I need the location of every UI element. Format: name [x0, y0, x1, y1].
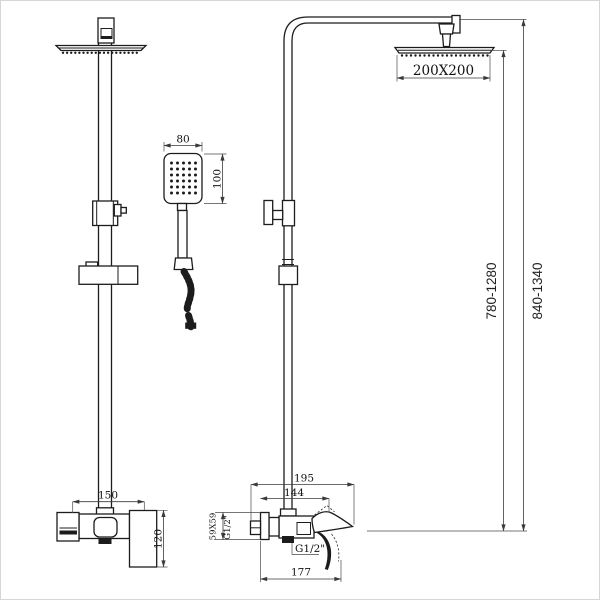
dim-label-200x200: 200X200: [413, 63, 474, 79]
lever-handle-side: [316, 532, 332, 570]
dim-handshower-width: 80: [163, 134, 203, 152]
pipe-joint-side: [282, 259, 294, 265]
dim-height-to-head: 780-1280: [484, 50, 507, 532]
slide-bracket-side: [278, 265, 299, 286]
handle-swing-arc: [331, 533, 340, 562]
dim-front-handle-height: 120: [153, 509, 168, 568]
dim-label-144: 144: [284, 487, 304, 499]
spout-alt-position: [314, 504, 335, 516]
slide-bracket-front: [78, 261, 139, 285]
dim-label-100: 100: [212, 169, 224, 189]
side-view: 200X200 780-1280 840-1340 195 144: [209, 14, 545, 582]
wall-inlet-stub: [249, 520, 262, 536]
union-nut-side: [279, 508, 297, 517]
wall-flange: [259, 511, 270, 541]
callout-outlet-thread: G1/2": [291, 543, 325, 555]
dim-label-120: 120: [153, 529, 165, 549]
dim-wall-plate: 59X59 G1/2": [209, 512, 261, 541]
spout-cap-front: [56, 511, 80, 542]
dim-label-outlet-thread: G1/2": [295, 543, 325, 555]
hose-connector: [173, 257, 194, 271]
dim-side-depth-overall: 195: [250, 473, 355, 525]
handshower-holder-side: [263, 199, 296, 227]
handshower-head: [163, 152, 203, 205]
dim-head-size: 200X200: [396, 55, 491, 82]
diverter-side: [296, 522, 311, 535]
riser-pipe-side: [283, 16, 453, 514]
dim-label-inlet-thread: G1/2": [223, 515, 233, 539]
overhead-shower-front: [54, 44, 148, 54]
handshower-detail: 80 100: [163, 134, 227, 331]
dim-label-780-1280: 780-1280: [484, 262, 499, 319]
handshower-neck: [176, 202, 188, 212]
dim-label-150: 150: [98, 490, 118, 502]
handshower-nozzles: [170, 161, 198, 195]
spout-slot: [59, 530, 77, 535]
dim-handshower-height: 100: [204, 153, 227, 204]
mixer-front: [56, 509, 158, 568]
ceiling-connector: [97, 17, 115, 44]
front-view: 150 120: [54, 17, 168, 568]
handshower-handle: [177, 209, 188, 259]
head-swivel-joint: [438, 23, 455, 48]
dim-label-80: 80: [176, 134, 189, 146]
dim-label-840-1340: 840-1340: [530, 262, 545, 319]
hose-end-nut: [185, 322, 197, 329]
shower-hose: [180, 268, 197, 331]
waterfall-spout: [311, 511, 355, 534]
dim-side-body-width: 177: [260, 541, 342, 582]
dim-label-177: 177: [291, 567, 311, 579]
dim-label-59x59: 59X59: [209, 513, 219, 541]
overhead-shower-side: [393, 46, 496, 57]
handshower-holder-front: [92, 200, 127, 227]
union-nut-front: [95, 507, 115, 515]
wall-step: [268, 516, 280, 537]
diverter-knob-front: [93, 516, 118, 538]
lever-handle-front: [128, 509, 158, 568]
dim-side-depth-inner: 144: [260, 487, 330, 513]
outlet-front: [98, 538, 112, 544]
dim-front-body-width: 150: [72, 490, 145, 513]
dim-label-195: 195: [294, 473, 314, 485]
outlet-side: [282, 536, 294, 543]
dim-overall-height: 840-1340: [367, 19, 545, 532]
mixer-side: [249, 504, 355, 570]
